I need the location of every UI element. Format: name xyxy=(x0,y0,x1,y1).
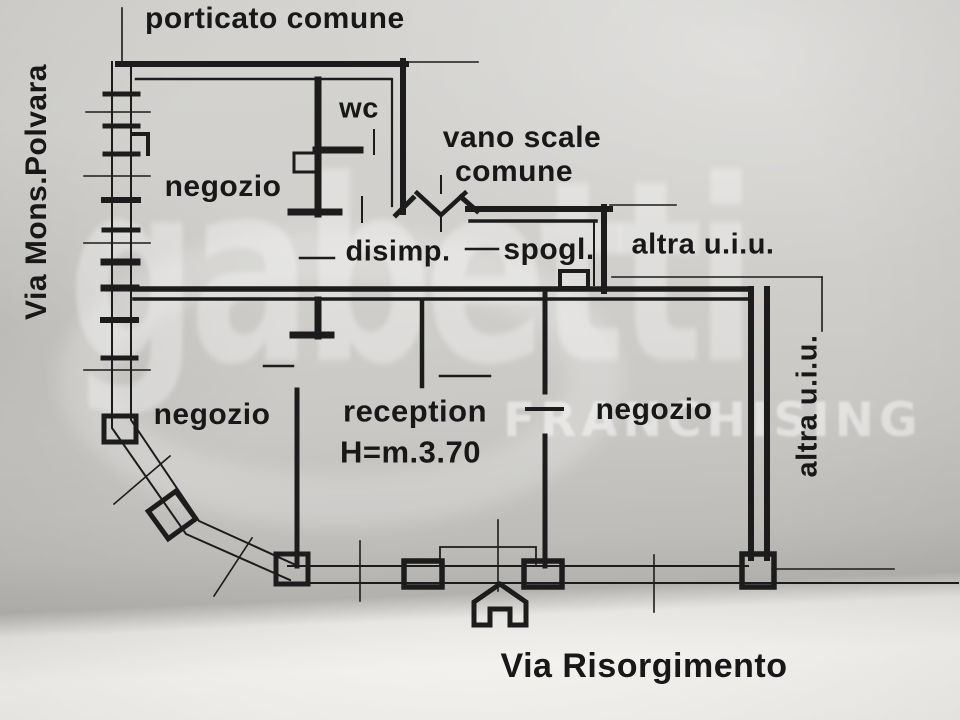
label-via-mons-polvara: Via Mons.Polvara xyxy=(20,64,53,320)
label-vano-scale-comune: comune xyxy=(454,155,574,188)
exterior-walls-top xyxy=(115,58,409,215)
label-altra-uiu-top: altra u.i.u. xyxy=(631,228,775,261)
label-wc: wc xyxy=(339,92,379,125)
right-double-wall xyxy=(748,286,770,561)
room-divider-walls xyxy=(262,247,564,569)
entry-recess xyxy=(439,546,537,565)
spogl-door-jamb xyxy=(558,269,590,290)
label-reception-height: H=m.3.70 xyxy=(340,434,482,470)
label-porticato-comune: porticato comune xyxy=(145,2,405,35)
gabetti-watermark: gabetti xyxy=(68,127,757,420)
entrance-door-symbol xyxy=(413,189,469,219)
porticato-boundary-line xyxy=(121,7,479,63)
label-reception: reception xyxy=(343,393,488,429)
label-spogl: spogl. xyxy=(503,233,595,266)
left-window-wall xyxy=(83,61,311,598)
label-altra-uiu-right: altra u.i.u. xyxy=(791,334,824,478)
label-via-risorgimento: Via Risorgimento xyxy=(500,647,788,685)
stairwell-entrance xyxy=(392,175,677,294)
label-negozio-top: negozio xyxy=(164,170,282,203)
wc-fixture xyxy=(292,151,318,174)
label-negozio-left: negozio xyxy=(153,398,271,431)
franchising-watermark: FRANCHISING xyxy=(503,393,923,448)
street-entrance-arrow xyxy=(471,580,529,628)
middle-dividing-wall xyxy=(100,269,751,389)
label-vano-scale: vano scale xyxy=(442,121,602,154)
wc-partition-walls xyxy=(287,76,375,223)
neighbor-unit-boundary xyxy=(611,276,823,332)
label-negozio-right: negozio xyxy=(595,393,713,426)
storefront-wall-bottom xyxy=(275,519,959,628)
label-disimp: disimp. xyxy=(345,235,451,268)
